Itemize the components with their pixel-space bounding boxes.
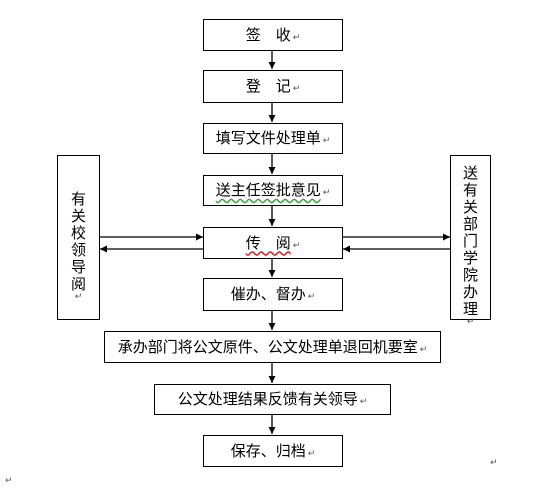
step-return-box: 承办部门将公文原件、公文处理单退回机要室↵ [104, 331, 441, 363]
step-sign-label: 签 收 [245, 25, 291, 44]
right-departments-label: 送有关部门学院办理 [462, 164, 478, 318]
step-feedback-label: 公文处理结果反馈有关领导 [177, 390, 358, 408]
step-register-box: 登 记↵ [203, 70, 343, 103]
step-urge-label: 催办、督办 [230, 285, 306, 303]
paragraph-mark: ↵ [322, 188, 331, 198]
step-circulate-label: 传 阅 [245, 233, 291, 252]
step-archive-label: 保存、归档 [230, 441, 306, 460]
step-archive-box: 保存、归档↵ [203, 435, 343, 467]
paragraph-mark: ↵ [292, 32, 301, 43]
paragraph-mark: ↵ [292, 84, 301, 94]
paragraph-mark: ↵ [466, 317, 475, 327]
step-director-box: 送主任签批意见↵ [203, 175, 343, 206]
paragraph-mark: ↵ [419, 344, 428, 355]
step-circulate-box: 传 阅↵ [203, 227, 343, 259]
left-leaders-box: 有关校领导阅 ↵ [57, 155, 100, 320]
step-urge-box: 催办、督办↵ [203, 278, 343, 311]
step-director-label: 送主任签批意见 [215, 181, 321, 199]
paragraph-mark: ↵ [359, 397, 368, 407]
step-register-label: 登 记 [245, 77, 291, 95]
right-departments-box: 送有关部门学院办理 ↵ [450, 155, 491, 327]
paragraph-mark: ↵ [490, 458, 498, 468]
left-leaders-label: 有关校领导阅 [70, 190, 86, 293]
step-return-label: 承办部门将公文原件、公文处理单退回机要室 [117, 337, 418, 356]
step-fill-label: 填写文件处理单 [215, 129, 321, 147]
paragraph-mark: ↵ [307, 292, 316, 302]
paragraph-mark: ↵ [5, 476, 13, 486]
paragraph-mark: ↵ [292, 240, 301, 251]
step-fill-box: 填写文件处理单↵ [203, 123, 343, 154]
step-sign-box: 签 收↵ [203, 19, 343, 51]
paragraph-mark: ↵ [307, 448, 316, 459]
paragraph-mark: ↵ [322, 136, 331, 146]
paragraph-mark: ↵ [74, 292, 83, 302]
step-feedback-box: 公文处理结果反馈有关领导↵ [154, 384, 391, 415]
